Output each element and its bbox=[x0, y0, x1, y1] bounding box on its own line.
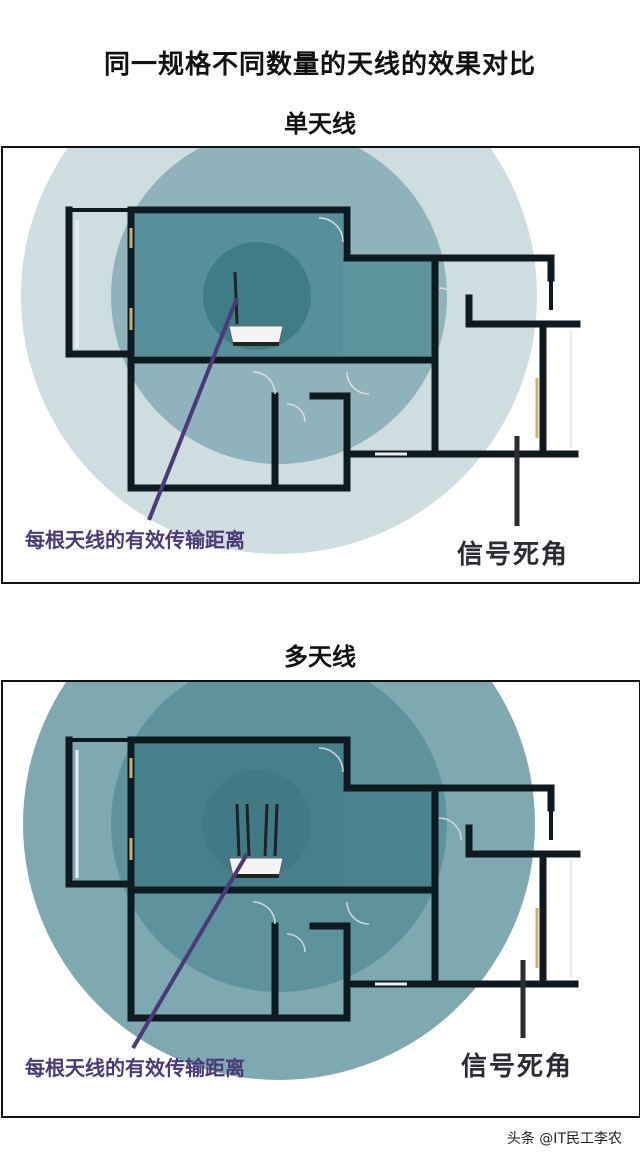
multi-antenna-heading: 多天线 bbox=[284, 643, 356, 671]
walls bbox=[65, 206, 581, 492]
page-title: 同一规格不同数量的天线的效果对比 bbox=[103, 50, 536, 80]
door-swings bbox=[252, 747, 462, 953]
door-frames bbox=[129, 758, 539, 968]
antenna bbox=[263, 803, 269, 857]
effective-range-label: 每根天线的有效传输距离 bbox=[25, 528, 245, 552]
watermark: 头条 @IT民工李农 bbox=[506, 1131, 622, 1147]
single-antenna-floorplan bbox=[21, 148, 581, 554]
windows bbox=[75, 220, 573, 456]
antenna bbox=[273, 803, 279, 857]
range-pointer bbox=[147, 297, 239, 521]
inner-signal-zone bbox=[203, 242, 311, 350]
windows bbox=[75, 750, 573, 986]
antenna bbox=[235, 803, 241, 857]
range-pointer bbox=[131, 852, 249, 1050]
dead-zone-label: 信号死角 bbox=[461, 1052, 574, 1082]
multi-antenna-panel: 每根天线的有效传输距离 信号死角 bbox=[1, 680, 640, 1118]
router-icon bbox=[228, 803, 284, 878]
single-antenna-heading: 单天线 bbox=[284, 110, 356, 138]
door-swings bbox=[252, 217, 462, 423]
bedroom-fill bbox=[343, 258, 435, 356]
multi-antenna-floorplan bbox=[23, 682, 581, 1080]
door-frames bbox=[129, 228, 539, 438]
dead-zone-label: 信号死角 bbox=[457, 540, 570, 570]
bedroom-fill bbox=[343, 788, 435, 886]
antenna bbox=[245, 803, 251, 857]
inner-signal-zone bbox=[203, 770, 311, 878]
single-antenna-panel: 每根天线的有效传输距离 信号死角 bbox=[1, 146, 640, 584]
effective-range-label: 每根天线的有效传输距离 bbox=[25, 1056, 245, 1080]
